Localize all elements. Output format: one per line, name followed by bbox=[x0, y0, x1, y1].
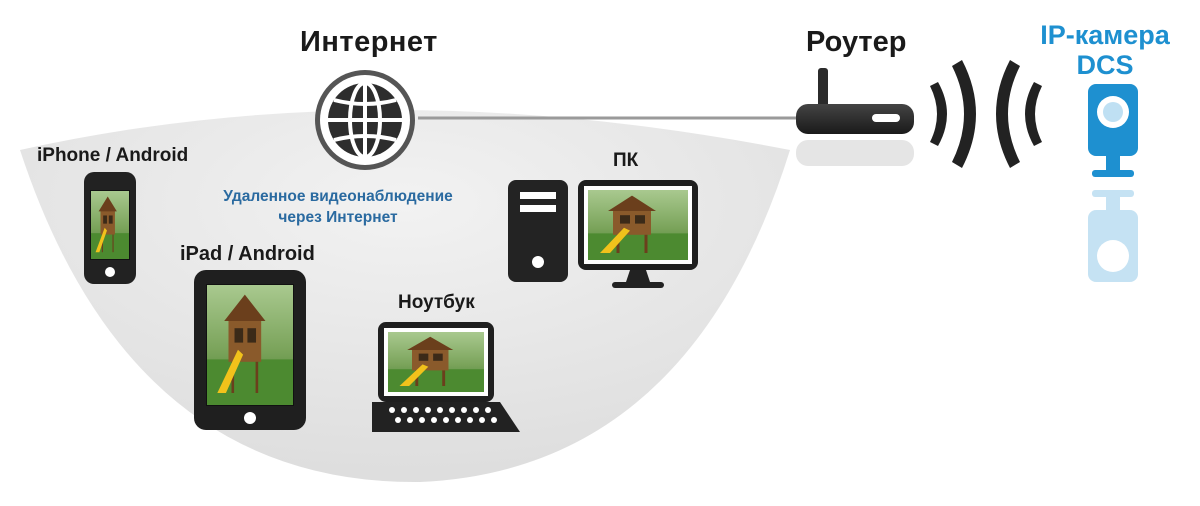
wifi-waves-icon bbox=[930, 60, 1042, 168]
laptop-icon bbox=[372, 322, 520, 432]
remote-surveillance-caption: Удаленное видеонаблюдение через Интернет bbox=[218, 186, 458, 228]
phone-label: iPhone / Android bbox=[37, 145, 189, 166]
ip-camera-label-line1: IP-камера bbox=[1040, 20, 1170, 50]
globe-icon bbox=[315, 70, 415, 170]
internet-label: Интернет bbox=[300, 26, 438, 58]
pc-label: ПК bbox=[613, 150, 639, 171]
smartphone-icon bbox=[84, 172, 136, 284]
remote-caption-line2: через Интернет bbox=[278, 209, 398, 226]
ip-camera-icon bbox=[1088, 84, 1138, 282]
tablet-label: iPad / Android bbox=[180, 243, 315, 265]
laptop-label: Ноутбук bbox=[398, 292, 475, 313]
monitor-icon bbox=[578, 180, 698, 288]
router-icon bbox=[796, 68, 914, 166]
ip-camera-label-line2: DCS bbox=[1076, 50, 1134, 80]
tablet-icon bbox=[194, 270, 306, 430]
desktop-tower-icon bbox=[508, 180, 568, 282]
router-label: Роутер bbox=[806, 26, 907, 58]
remote-caption-line1: Удаленное видеонаблюдение bbox=[223, 188, 453, 205]
ip-camera-label: IP-камера DCS bbox=[1020, 20, 1190, 80]
